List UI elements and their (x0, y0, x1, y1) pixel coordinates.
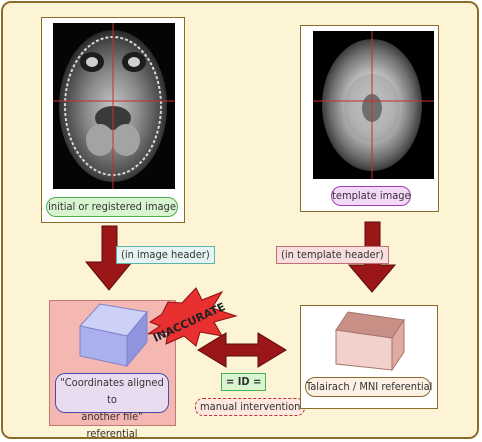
template-image-panel (300, 25, 439, 212)
template-header-label: (in template header) (276, 246, 389, 264)
aligned-caption-line1: "Coordinates aligned to (60, 376, 164, 406)
talairach-caption: Talairach / MNI referential (305, 377, 432, 397)
id-label: = ID = (221, 373, 267, 391)
source-image-panel (41, 17, 185, 223)
aligned-referential-caption: "Coordinates aligned to another file" re… (55, 373, 169, 440)
template-image-caption: template image (331, 186, 411, 206)
source-image-caption: initial or registered image (46, 197, 178, 217)
image-header-label: (in image header) (116, 246, 215, 264)
aligned-caption-line2: another file" referential (81, 410, 143, 440)
manual-intervention-label: manual intervention (195, 398, 306, 416)
